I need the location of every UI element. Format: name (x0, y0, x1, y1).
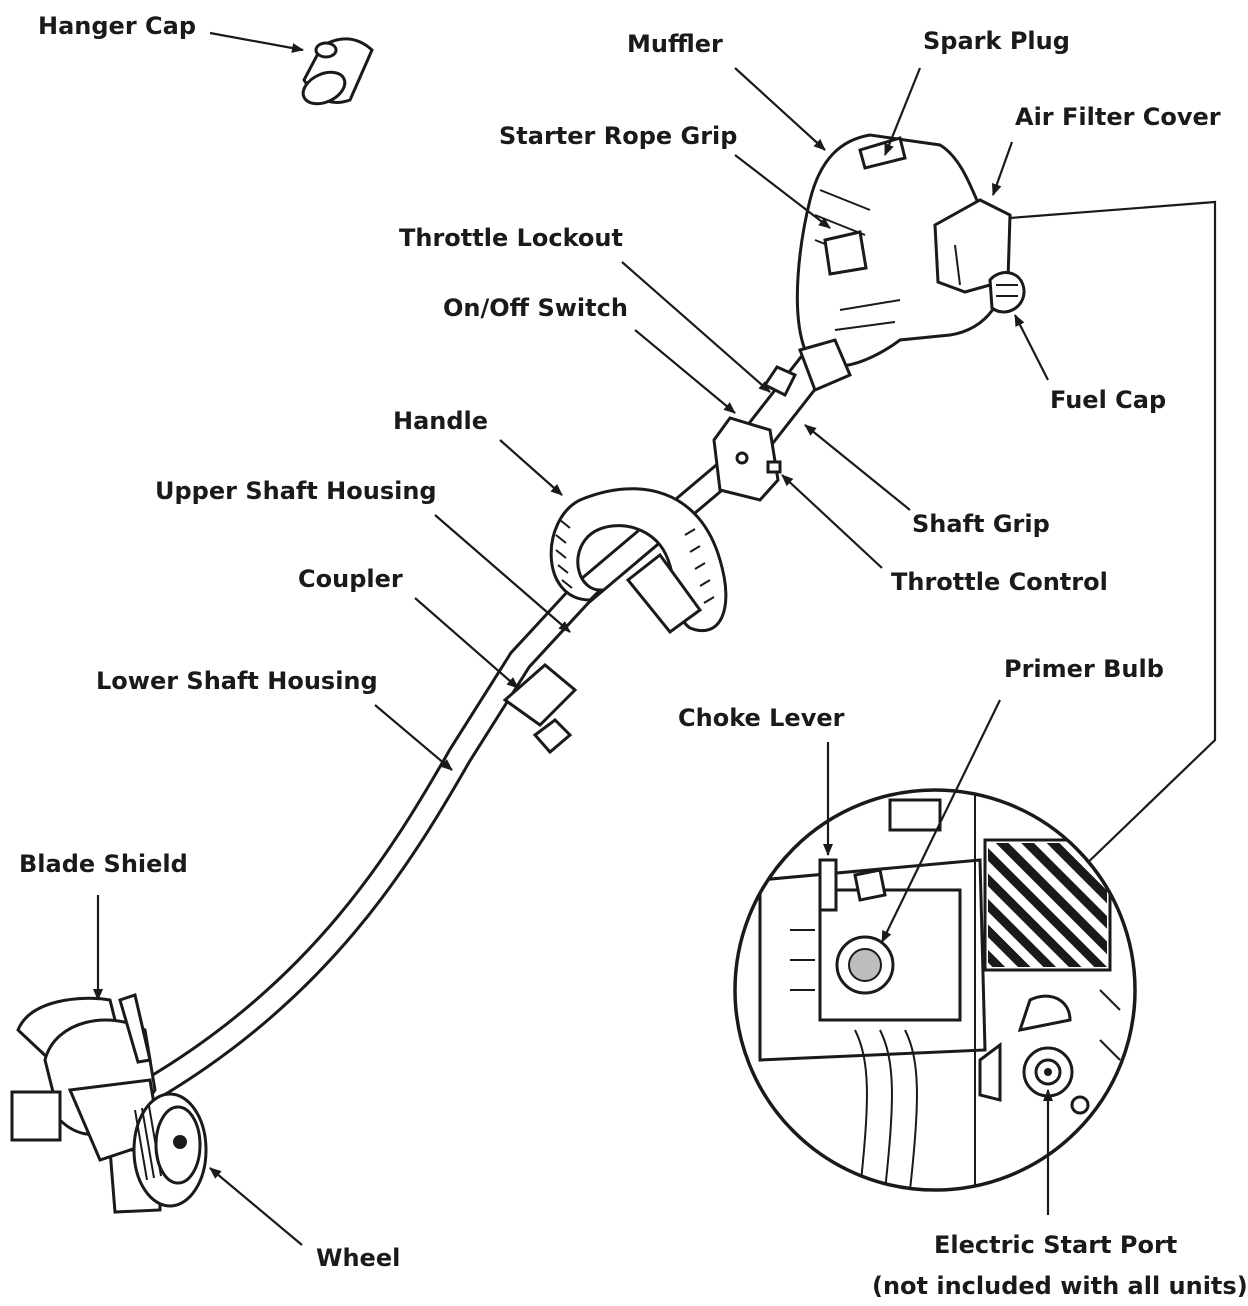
label-electric-start-note: (not included with all units) (872, 1272, 1248, 1300)
label-handle: Handle (393, 407, 489, 435)
label-primer-bulb: Primer Bulb (1004, 655, 1164, 683)
label-wheel: Wheel (316, 1244, 401, 1272)
label-fuel-cap: Fuel Cap (1050, 386, 1167, 414)
engine-part (795, 133, 1026, 392)
label-hanger-cap: Hanger Cap (38, 12, 197, 40)
label-starter-rope-grip: Starter Rope Grip (499, 122, 738, 150)
label-shaft-grip: Shaft Grip (912, 510, 1050, 538)
label-on-off-switch: On/Off Switch (443, 294, 628, 322)
throttle-housing-part (712, 365, 798, 502)
label-throttle-lockout: Throttle Lockout (399, 224, 623, 252)
label-throttle-control: Throttle Control (891, 568, 1108, 596)
inset-detail (733, 788, 1137, 1192)
hanger-cap-part (301, 37, 374, 106)
coupler-part (502, 663, 578, 755)
label-air-filter-cover: Air Filter Cover (1015, 103, 1221, 131)
label-electric-start-port: Electric Start Port (934, 1231, 1178, 1259)
label-coupler: Coupler (298, 565, 403, 593)
handle-part (549, 487, 728, 635)
label-lower-shaft-housing: Lower Shaft Housing (96, 667, 378, 695)
label-blade-shield: Blade Shield (19, 850, 188, 878)
inset-connector (1009, 200, 1217, 871)
label-spark-plug: Spark Plug (923, 27, 1070, 55)
label-choke-lever: Choke Lever (678, 704, 845, 732)
label-upper-shaft-housing: Upper Shaft Housing (155, 477, 437, 505)
label-muffler: Muffler (627, 30, 723, 58)
edger-head-part (10, 993, 208, 1214)
leader-lines (93, 31, 1053, 1246)
